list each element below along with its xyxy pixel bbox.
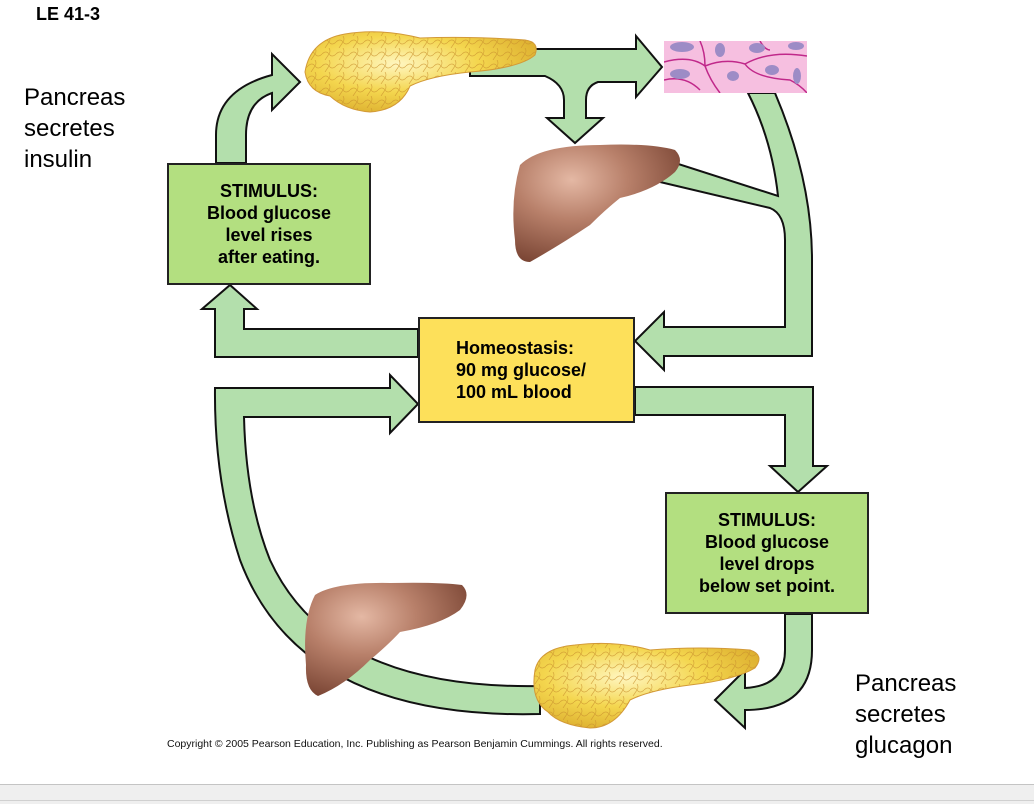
bottom-bar-divider (0, 800, 1034, 801)
arrow-pancreas-to-homeostasis (213, 372, 541, 716)
liver-icon (513, 144, 680, 262)
figure-label: LE 41-3 (36, 4, 101, 24)
glucagon-label-line: secretes (855, 701, 946, 728)
arrow-homeostasis-to-stimulus-rise (199, 283, 419, 358)
liver-icon (305, 582, 467, 696)
glucagon-label-line: Pancreas (855, 670, 957, 697)
stimulus-drop-line: level drops (719, 554, 815, 574)
stimulus-rise-box: STIMULUS: Blood glucose level rises afte… (167, 163, 371, 285)
stimulus-drop-line: STIMULUS: (718, 510, 816, 530)
glucagon-label-line: glucagon (855, 732, 953, 759)
pancreas-icon (533, 642, 760, 729)
stimulus-rise-line: Blood glucose (206, 203, 331, 223)
slide: LE 41-3 Pancreas secretes insulin Pancre… (24, 4, 957, 761)
stimulus-drop-line: below set point. (698, 576, 835, 596)
stimulus-drop-box: STIMULUS: Blood glucose level drops belo… (665, 492, 869, 614)
glucagon-label: Pancreas secretes glucagon (855, 668, 956, 761)
insulin-label: Pancreas secretes insulin (24, 82, 125, 175)
stimulus-drop-line: Blood glucose (704, 532, 829, 552)
stimulus-rise-line: STIMULUS: (220, 181, 318, 201)
arrow-stimulus-to-pancreas-bottom (713, 613, 813, 731)
arrow-cells-to-homeostasis (633, 92, 813, 373)
homeostasis-line: 100 mL blood (456, 382, 572, 402)
insulin-label-line: Pancreas (24, 84, 126, 111)
stimulus-rise-line: after eating. (217, 247, 321, 267)
arrow-homeostasis-to-stimulus-drop (634, 386, 830, 494)
insulin-label-line: secretes (24, 115, 115, 142)
copyright-notice: Copyright © 2005 Pearson Education, Inc.… (167, 738, 663, 750)
feedback-diagram (199, 31, 830, 731)
pancreas-icon (304, 31, 537, 113)
body-cells-icon (664, 41, 807, 93)
stimulus-rise-line: level rises (225, 225, 313, 245)
homeostasis-box: Homeostasis: 90 mg glucose/ 100 mL blood (418, 317, 635, 423)
bottom-scrollbar-area[interactable] (0, 784, 1034, 804)
homeostasis-line: 90 mg glucose/ (456, 360, 587, 380)
insulin-label-line: insulin (24, 146, 93, 173)
homeostasis-line: Homeostasis: (456, 338, 575, 358)
arrow-stimulus-to-pancreas (215, 51, 302, 164)
